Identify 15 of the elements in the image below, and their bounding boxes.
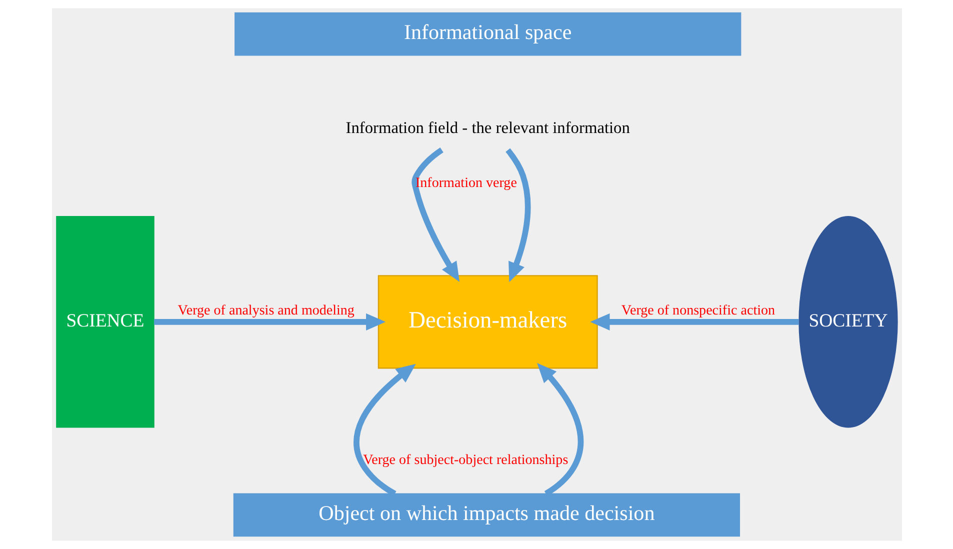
- edge-label: Verge of subject-object relationships: [362, 452, 568, 468]
- edge-label: Verge of analysis and modeling: [177, 302, 354, 318]
- arrow: [411, 148, 460, 282]
- arrow: [505, 148, 530, 282]
- edge-label: Verge of nonspecific action: [620, 302, 775, 318]
- node-box: Decision-makers: [377, 275, 598, 369]
- arrow: [536, 362, 584, 496]
- node-text: Information field - the relevant information: [345, 118, 630, 138]
- arrow: [353, 364, 416, 496]
- node-box: Object on which impacts made decision: [232, 493, 740, 537]
- node-ellipse: SOCIETY: [798, 216, 898, 428]
- arrow: [590, 313, 798, 330]
- node-box: Informational space: [234, 12, 741, 56]
- node-box: SCIENCE: [56, 216, 154, 428]
- arrow: [154, 313, 386, 330]
